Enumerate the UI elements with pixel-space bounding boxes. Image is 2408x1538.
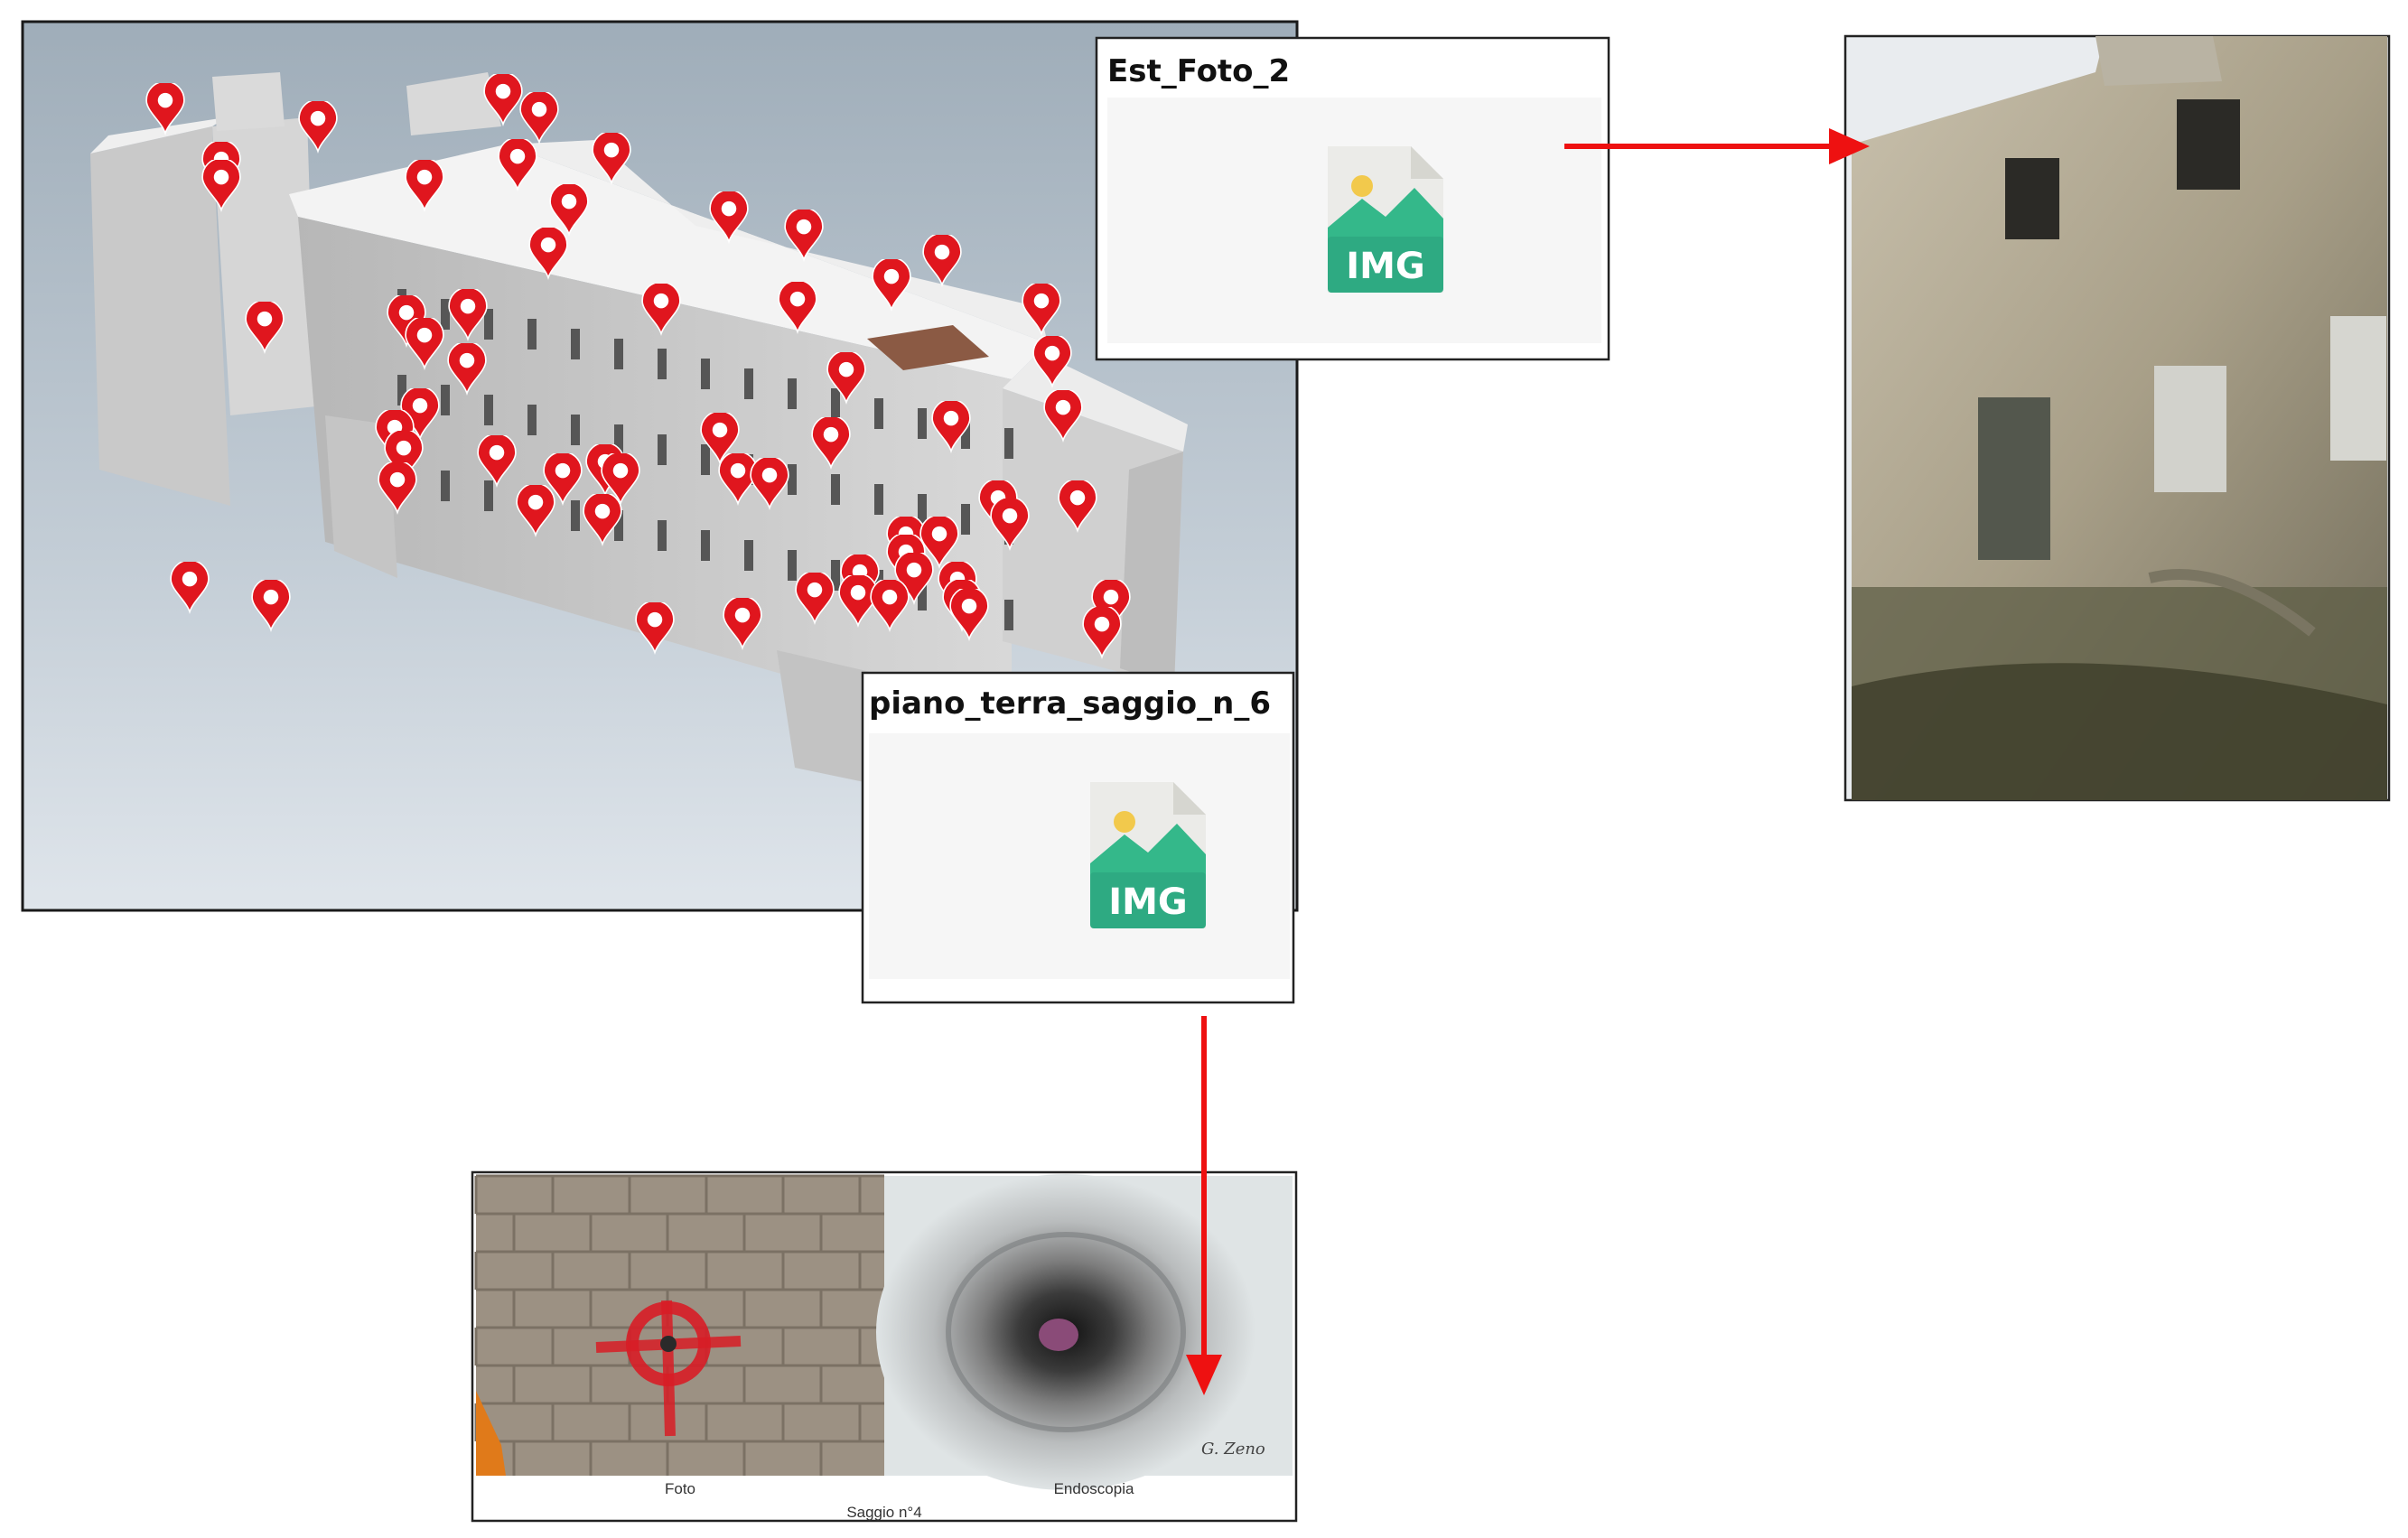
building-window — [744, 368, 753, 399]
building-window — [658, 434, 667, 465]
endoscopy-signature: G. Zeno — [1201, 1440, 1265, 1459]
caption-foto: Foto — [665, 1480, 695, 1497]
building-window — [788, 464, 797, 495]
building-window — [527, 319, 537, 350]
building-window — [701, 444, 710, 475]
building-window — [571, 500, 580, 531]
building-window — [614, 510, 623, 541]
building-window — [658, 520, 667, 551]
building-window — [484, 480, 493, 511]
building-window — [527, 405, 537, 435]
building-window — [788, 378, 797, 409]
building-window — [571, 415, 580, 445]
img-badge-label: IMG — [1346, 246, 1425, 287]
building-window — [788, 550, 797, 581]
link-arrows — [1186, 128, 1870, 1395]
img-badge-label: IMG — [1108, 881, 1188, 923]
building-window — [961, 418, 970, 449]
building-window — [614, 424, 623, 455]
building-window — [918, 580, 927, 611]
popup-title: Est_Foto_2 — [1107, 53, 1290, 89]
popup-piano-terra-saggio[interactable]: piano_terra_saggio_n_6 IMG — [861, 671, 1295, 1004]
building-window — [441, 299, 450, 330]
building-window — [614, 339, 623, 369]
image-file-icon[interactable]: IMG — [1090, 782, 1206, 928]
building-window — [658, 349, 667, 379]
caption-endoscopia: Endoscopia — [1054, 1480, 1134, 1497]
arrow-head-right — [1829, 128, 1870, 164]
caption-saggio: Saggio n°4 — [846, 1504, 921, 1521]
building-window — [1004, 600, 1013, 630]
building-window — [918, 408, 927, 439]
building-window — [874, 398, 883, 429]
popup-title: piano_terra_saggio_n_6 — [869, 685, 1271, 722]
popup-est-foto-2[interactable]: Est_Foto_2 IMG — [1095, 36, 1610, 361]
popup-body — [869, 733, 1290, 979]
building-window — [874, 484, 883, 515]
building-window — [701, 530, 710, 561]
masonry-photo — [474, 1174, 884, 1476]
building-window — [961, 504, 970, 535]
building-window — [831, 388, 840, 419]
building-window — [441, 385, 450, 415]
building-window — [701, 359, 710, 389]
building-window — [1004, 428, 1013, 459]
endoscopy-photo: G. Zeno — [876, 1174, 1293, 1490]
building-window — [744, 540, 753, 571]
building-window — [831, 474, 840, 505]
building-window — [484, 309, 493, 340]
saggio-test-panel: G. Zeno Foto Endoscopia Saggio n°4 — [471, 1170, 1298, 1523]
building-window — [831, 560, 840, 591]
building-window — [441, 471, 450, 501]
building-window — [918, 494, 927, 525]
building-photo — [1843, 34, 2391, 802]
building-window — [397, 375, 406, 405]
arrow-head-down — [1186, 1355, 1222, 1395]
building-window — [484, 395, 493, 425]
building-window — [571, 329, 580, 359]
model-view[interactable] — [21, 20, 1299, 912]
image-file-icon[interactable]: IMG — [1328, 146, 1443, 293]
